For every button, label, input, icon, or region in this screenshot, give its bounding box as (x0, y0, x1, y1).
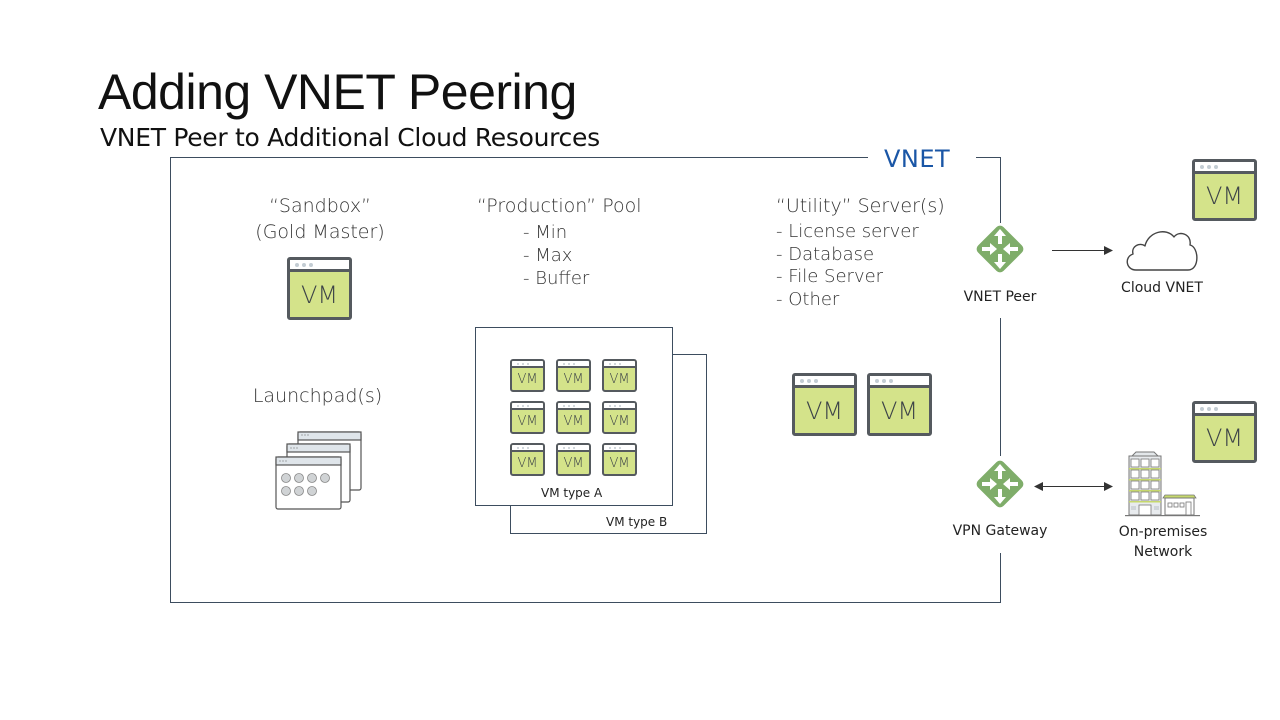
utility-heading: “Utility” Server(s) (776, 195, 945, 217)
sandbox-line2: (Gold Master) (255, 221, 385, 243)
utility-item: - Other (776, 288, 840, 310)
slide-title: Adding VNET Peering (98, 64, 577, 120)
vm-icon: VM (510, 359, 545, 392)
vm-icon-label: VM (609, 371, 630, 387)
vm-icon-label: VM (517, 413, 538, 429)
vm-icon: VM (556, 359, 591, 392)
vm-icon: VM (1192, 159, 1257, 221)
utility-item: - License server (776, 221, 919, 242)
sandbox-heading: “Sandbox” (Gold Master) (230, 195, 410, 244)
arrow-head-icon (1034, 482, 1043, 491)
vm-icon-label: VM (563, 371, 584, 387)
utility-list: - License server - Database - File Serve… (776, 221, 919, 311)
vm-icon-label: VM (1205, 424, 1244, 452)
cloud-icon (1126, 231, 1198, 271)
vnet-frame-left (170, 157, 171, 603)
vnet-frame-right (1000, 157, 1001, 223)
vm-icon-label: VM (609, 455, 630, 471)
vm-icon: VM (602, 401, 637, 434)
vnet-frame-top (170, 157, 868, 158)
utility-item: - Database (776, 243, 875, 265)
router-icon (976, 460, 1024, 508)
cloud-vnet-label: Cloud VNET (1121, 280, 1203, 296)
vm-icon: VM (510, 401, 545, 434)
vm-icon-label: VM (609, 413, 630, 429)
vm-icon: VM (287, 257, 352, 320)
production-heading: “Production” Pool (477, 195, 642, 217)
vnet-frame-bottom (170, 602, 1001, 603)
on-premises-line2: Network (1133, 544, 1193, 560)
vm-icon: VM (602, 443, 637, 476)
launchpad-label: Launchpad(s) (252, 385, 383, 407)
sandbox-line1: “Sandbox” (269, 195, 371, 217)
vm-icon: VM (602, 359, 637, 392)
vnet-peer-label: VNET Peer (963, 289, 1037, 305)
vm-icon: VM (510, 443, 545, 476)
vm-icon: VM (556, 443, 591, 476)
vm-icon-label: VM (563, 413, 584, 429)
vm-icon-label: VM (563, 455, 584, 471)
slide-subtitle: VNET Peer to Additional Cloud Resources (100, 123, 600, 152)
vm-icon-label: VM (1205, 182, 1244, 210)
production-item: - Max (523, 245, 573, 266)
production-item: - Buffer (523, 268, 590, 289)
peer-arrow-line (1052, 250, 1108, 251)
vm-icon: VM (556, 401, 591, 434)
utility-item: - File Server (776, 266, 884, 287)
vnet-frame-right (1000, 553, 1001, 603)
vm-type-b-label: VM type B (606, 515, 668, 529)
vm-icon-label: VM (880, 396, 919, 425)
vm-icon: VM (792, 373, 857, 436)
launchpad-icon (275, 431, 362, 510)
vm-icon-label: VM (805, 396, 844, 425)
vm-icon: VM (1192, 401, 1257, 463)
production-item: - Min (523, 222, 568, 243)
router-icon (976, 225, 1024, 273)
vnet-frame-right (1000, 318, 1001, 456)
vpn-gateway-label: VPN Gateway (952, 523, 1048, 539)
vm-type-a-label: VM type A (541, 486, 603, 500)
on-premises-line1: On-premises (1118, 524, 1208, 540)
vnet-frame-top-right (976, 157, 1001, 158)
vpn-arrow-line (1040, 486, 1108, 487)
arrow-head-icon (1104, 246, 1113, 255)
on-premises-label: On-premises Network (1098, 522, 1228, 562)
vm-icon: VM (867, 373, 932, 436)
vm-icon-label: VM (517, 455, 538, 471)
arrow-head-icon (1104, 482, 1113, 491)
vnet-label: VNET (884, 145, 951, 173)
vm-icon-label: VM (300, 280, 339, 309)
production-list: - Min - Max - Buffer (523, 221, 589, 290)
building-icon (1125, 451, 1200, 517)
vm-icon-label: VM (517, 371, 538, 387)
